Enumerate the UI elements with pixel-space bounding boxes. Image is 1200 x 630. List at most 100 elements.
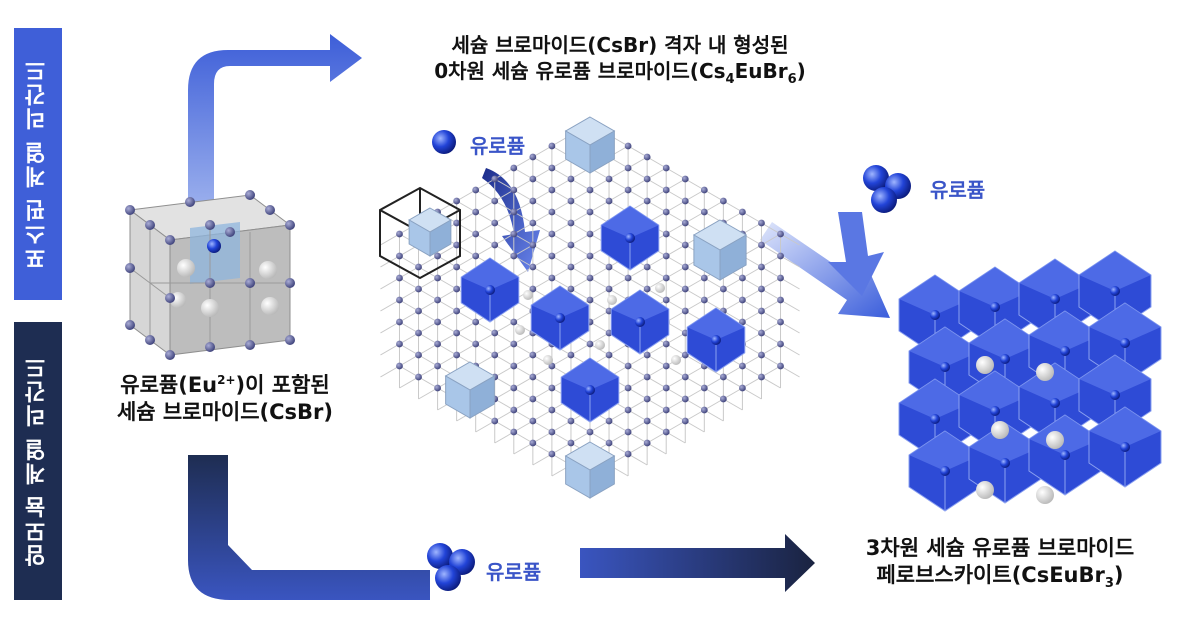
- lattice-atom: [415, 285, 422, 293]
- lattice-atom: [491, 241, 499, 249]
- lattice-atom: [700, 186, 708, 194]
- lattice-atom: [758, 219, 765, 227]
- lattice-atom: [662, 186, 670, 194]
- lattice-atom: [529, 219, 537, 227]
- curved-arrow-europium: [482, 168, 540, 272]
- cube-atom: [145, 335, 155, 345]
- perovskite-3d: [898, 250, 1162, 512]
- lattice-atom: [396, 252, 403, 260]
- cesium-atom: [655, 283, 665, 293]
- cube-atom: [165, 235, 175, 245]
- cesium-atom: [543, 355, 553, 365]
- csbr-unit-cell: [408, 207, 452, 257]
- lattice-atom: [777, 274, 784, 282]
- lattice-atom: [548, 450, 556, 458]
- lattice-atom: [529, 285, 537, 293]
- lattice-atom: [548, 208, 556, 216]
- cube-atom: [125, 263, 135, 273]
- lattice-atom: [777, 230, 784, 238]
- lattice-atom: [529, 439, 537, 447]
- lattice-atom: [415, 373, 422, 381]
- lattice-atom: [719, 395, 727, 403]
- lattice-atom: [548, 252, 556, 260]
- cesium-atom: [671, 355, 681, 365]
- lattice-atom: [586, 340, 594, 348]
- lattice-atom: [548, 406, 556, 414]
- lattice-atom: [739, 208, 746, 216]
- lattice-atom: [662, 274, 670, 282]
- arrow-to-0d: [188, 34, 362, 215]
- lattice-atom: [719, 285, 727, 293]
- lattice-atom: [510, 186, 518, 194]
- lattice-atom: [586, 428, 594, 436]
- lattice-atom: [529, 175, 537, 183]
- lattice-atom: [681, 219, 689, 227]
- phosphine-ligand-bar: 포스핀 계열 리간드: [14, 28, 62, 300]
- lattice-atom: [529, 395, 537, 403]
- lattice-atom: [624, 428, 632, 436]
- lattice-atom: [510, 208, 518, 216]
- lattice-atom: [491, 351, 499, 359]
- csbr-lattice-0d: [379, 116, 800, 499]
- caption-3d-line1: 3차원 세슘 유로퓸 브로마이드: [865, 536, 1135, 560]
- lattice-atom: [739, 362, 746, 370]
- lattice-atom: [662, 340, 670, 348]
- lattice-atom: [700, 384, 708, 392]
- lattice-atom: [434, 340, 441, 348]
- lattice-atom: [510, 164, 518, 172]
- lattice-atom: [510, 428, 518, 436]
- cube-atom: [205, 342, 215, 352]
- lattice-atom: [586, 208, 594, 216]
- lattice-atom: [700, 406, 708, 414]
- lattice-atom: [434, 252, 441, 260]
- eubr6-octahedron: [560, 357, 620, 423]
- cube-atom: [205, 220, 215, 230]
- lattice-atom: [662, 208, 670, 216]
- lattice-atom: [700, 208, 708, 216]
- lattice-atom: [567, 285, 575, 293]
- lattice-atom: [605, 417, 613, 425]
- lattice-atom: [662, 428, 670, 436]
- lattice-atom: [491, 197, 499, 205]
- lattice-atom: [624, 384, 632, 392]
- lattice-atom: [643, 153, 651, 161]
- lattice-atom: [605, 439, 613, 447]
- lattice-atom: [681, 241, 689, 249]
- lattice-atom: [739, 274, 746, 282]
- lattice-atom: [624, 362, 632, 370]
- lattice-atom: [662, 296, 670, 304]
- cube-atom: [245, 190, 255, 200]
- cesium-atom: [607, 295, 617, 305]
- lattice-atom: [529, 263, 537, 271]
- lattice-atom: [758, 351, 765, 359]
- cesium-atom: [515, 325, 525, 335]
- lattice-atom: [758, 241, 765, 249]
- eubr6-octahedron: [686, 307, 746, 373]
- lattice-atom: [586, 186, 594, 194]
- lattice-atom: [396, 340, 403, 348]
- lattice-atom: [529, 197, 537, 205]
- cube-atom: [205, 278, 215, 288]
- europium-label-top: 유로퓸: [470, 134, 526, 158]
- lattice-atom: [567, 241, 575, 249]
- cube-atom: [285, 220, 295, 230]
- lattice-atom: [491, 175, 499, 183]
- lattice-atom: [396, 274, 403, 282]
- lattice-atom: [624, 450, 632, 458]
- lattice-atom: [758, 285, 765, 293]
- caption-csbr-line1: 유로퓸(Eu2+)이 포함된: [120, 373, 330, 397]
- lattice-atom: [434, 362, 441, 370]
- lattice-atom: [396, 318, 403, 326]
- eubr6-octahedron: [600, 205, 660, 271]
- lattice-atom: [643, 263, 651, 271]
- lattice-atom: [586, 252, 594, 260]
- cesium-atom-3d: [1036, 486, 1054, 504]
- lattice-atom: [739, 318, 746, 326]
- cube-atom: [145, 220, 155, 230]
- lattice-atom: [643, 197, 651, 205]
- lattice-atom: [777, 318, 784, 326]
- lattice-atom: [510, 340, 518, 348]
- cube-atom: [185, 197, 195, 207]
- eubr6-octahedron: [530, 285, 590, 351]
- lattice-atom: [605, 351, 613, 359]
